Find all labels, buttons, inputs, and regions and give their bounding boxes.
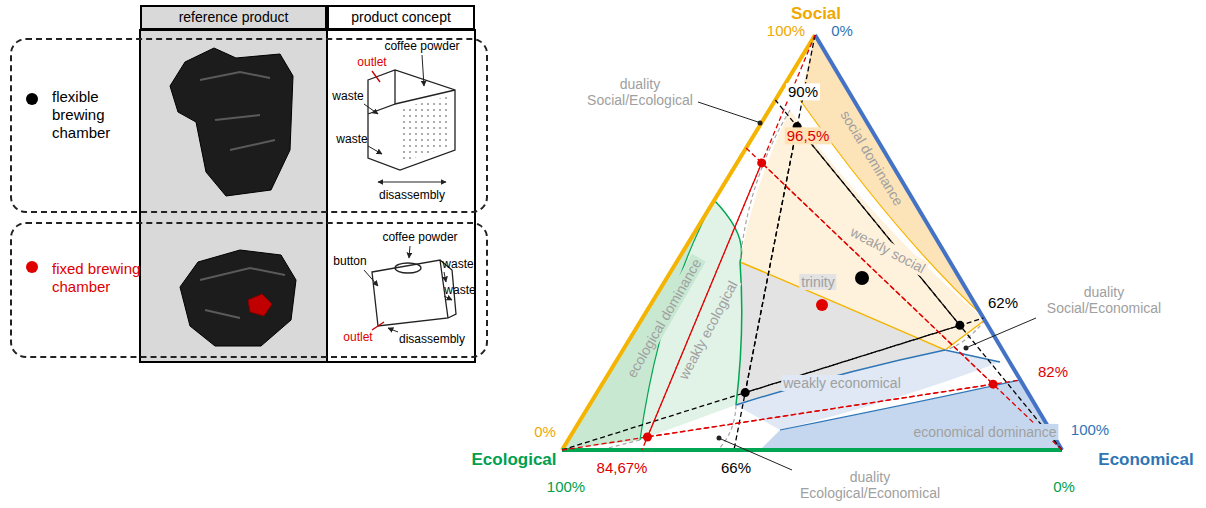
black-cevian-dot bbox=[741, 388, 750, 397]
axis-percent: 100% bbox=[767, 22, 805, 39]
flexible-result-dot bbox=[855, 271, 869, 285]
value-label: 66% bbox=[721, 459, 751, 476]
leader-dot bbox=[717, 436, 722, 441]
social-edge bbox=[562, 35, 815, 450]
part-label: coffee powder bbox=[384, 40, 459, 54]
value-label: 84,67% bbox=[597, 459, 648, 476]
leader-dot bbox=[758, 121, 763, 126]
part-label: coffee powder bbox=[382, 231, 457, 245]
outlet-arrow bbox=[372, 71, 380, 82]
region-label: duality Social/Economical bbox=[1039, 284, 1169, 316]
region-label: weakly economical bbox=[781, 375, 903, 391]
part-label: outlet bbox=[343, 331, 372, 345]
part-label: waste bbox=[442, 258, 473, 272]
region-label: trinity bbox=[799, 274, 836, 290]
value-label: 90% bbox=[786, 83, 820, 100]
leader-line bbox=[698, 102, 758, 122]
black-cevian-dot bbox=[955, 321, 964, 330]
part-label: waste bbox=[332, 90, 363, 104]
part-label: waste bbox=[444, 284, 475, 298]
concept-sketch bbox=[368, 70, 455, 170]
column-header: product concept bbox=[351, 9, 451, 26]
region-label: duality Ecological/Economical bbox=[785, 469, 955, 501]
concept-column bbox=[327, 30, 475, 362]
fixed-result-dot bbox=[816, 299, 828, 311]
red-cevian-dot bbox=[643, 432, 652, 441]
disassembly-arrow bbox=[388, 328, 398, 332]
header-cell: product concept bbox=[327, 5, 475, 30]
leader-line bbox=[364, 104, 378, 114]
leader-line bbox=[968, 318, 1036, 347]
leader-dot bbox=[964, 346, 969, 351]
red-cevian-dot bbox=[989, 380, 998, 389]
blue-boundary bbox=[736, 350, 1000, 405]
brewing-chamber-photo bbox=[170, 48, 293, 196]
axis-title: Economical bbox=[1098, 450, 1193, 470]
red-part bbox=[248, 294, 272, 316]
axis-percent: 0% bbox=[534, 423, 556, 440]
part-label: disassembly bbox=[379, 189, 445, 203]
photo-highlight bbox=[200, 268, 285, 318]
header-cell: reference product bbox=[140, 5, 327, 30]
region-label: economical dominance bbox=[911, 424, 1058, 440]
part-label: waste bbox=[336, 133, 367, 147]
black-cevian-triangle bbox=[745, 127, 960, 393]
part-label: outlet bbox=[357, 56, 386, 70]
variant-name: flexible brewing chamber bbox=[52, 88, 144, 142]
fixed-marker bbox=[26, 261, 38, 273]
axis-percent: 100% bbox=[547, 478, 585, 495]
red-cevian-triangle bbox=[647, 163, 993, 437]
flexible-marker bbox=[26, 93, 38, 105]
column-header: reference product bbox=[179, 9, 289, 26]
ecological-edge bbox=[562, 448, 1062, 452]
powder-inlet bbox=[395, 263, 421, 273]
leader-line bbox=[422, 55, 424, 86]
axis-percent: 100% bbox=[1071, 421, 1109, 438]
outlet-arrow bbox=[372, 322, 384, 330]
region-label: duality Social/Ecological bbox=[575, 76, 705, 108]
variant-group: flexible brewing chamber bbox=[10, 38, 488, 213]
part-label: button bbox=[333, 255, 366, 269]
orange-boundary bbox=[740, 262, 985, 350]
disassembly-arrow bbox=[378, 182, 446, 183]
reference-column bbox=[140, 30, 327, 362]
axis-title: Ecological bbox=[471, 450, 556, 470]
value-label: 96,5% bbox=[785, 127, 832, 144]
leader-line bbox=[444, 272, 446, 282]
red-cevian-dot bbox=[757, 158, 766, 167]
part-label: disassembly bbox=[399, 333, 465, 347]
duality-boundary bbox=[600, 110, 985, 450]
variant-name: fixed brewing chamber bbox=[52, 260, 144, 296]
value-label: 62% bbox=[986, 294, 1020, 311]
axis-percent: 0% bbox=[831, 22, 853, 39]
axis-percent: 0% bbox=[1053, 478, 1075, 495]
stipple-fill bbox=[400, 96, 450, 162]
leader-line bbox=[409, 246, 410, 258]
brewing-chamber-photo bbox=[180, 250, 296, 346]
value-label: 82% bbox=[1036, 363, 1070, 380]
leader-line bbox=[364, 270, 378, 286]
leader-line bbox=[368, 146, 382, 154]
photo-highlight bbox=[200, 72, 275, 150]
axis-title: Social bbox=[791, 4, 841, 24]
